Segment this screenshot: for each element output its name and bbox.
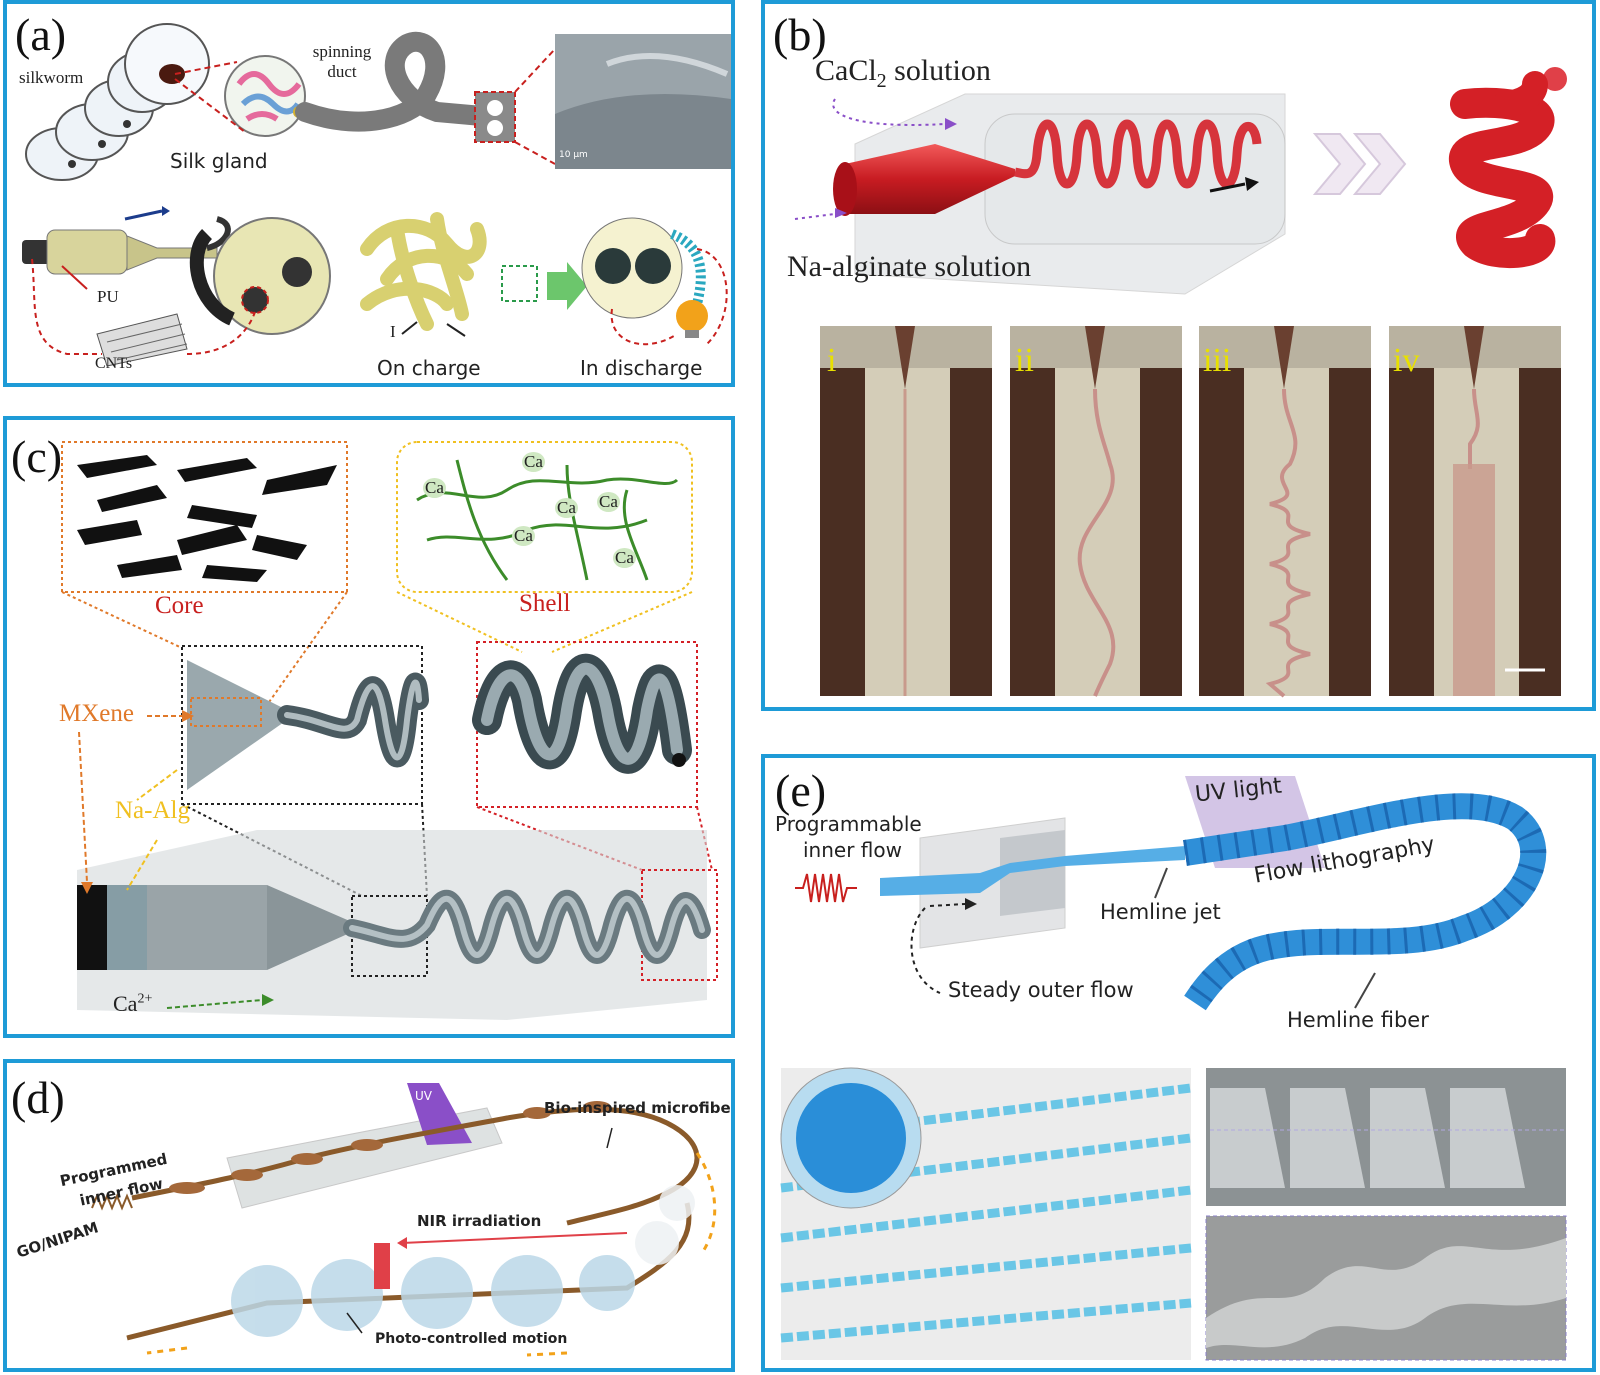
cnt-illustration: [96, 313, 188, 367]
label-cnts: CNTs: [95, 355, 133, 372]
ca-node-5: Ca: [512, 526, 535, 546]
label-steady-outer-flow: Steady outer flow: [948, 978, 1134, 1002]
ca-node-1: Ca: [423, 478, 446, 498]
label-ca2: Ca2+: [113, 991, 152, 1017]
label-na-alg: Na-Alg: [115, 797, 190, 824]
label-current: I: [390, 322, 396, 341]
label-bio-inspired: Bio-inspired microfiber: [544, 1099, 735, 1117]
label-sem-scale: 10 μm: [559, 150, 588, 160]
frame-label-i: i: [827, 342, 837, 379]
fiber-beads: [169, 1101, 611, 1194]
panel-c: (c): [3, 416, 735, 1038]
ca-node-3: Ca: [555, 498, 578, 518]
label-hemline-fiber: Hemline fiber: [1287, 1008, 1429, 1032]
ca-node-2: Ca: [522, 452, 545, 472]
panel-b-illustration: [794, 67, 1567, 698]
label-shell: Shell: [519, 590, 571, 617]
label-programmable: Programmable: [775, 812, 922, 836]
panel-b-label: (b): [773, 9, 827, 60]
label-silk-gland: Silk gland: [170, 149, 268, 173]
panel-d-illustration: [91, 1083, 717, 1357]
red-helix-3d: [1449, 67, 1567, 269]
panel-e: (e): [761, 754, 1596, 1372]
ca-node-4: Ca: [597, 492, 620, 512]
label-cacl2-solution: CaCl2 solution: [815, 54, 991, 93]
panel-c-label: (c): [11, 431, 63, 482]
panel-a-label: (a): [15, 9, 67, 60]
panel-e-label: (e): [775, 765, 827, 816]
fiber-spheres: [231, 1185, 695, 1337]
frame-label-iii: iii: [1203, 342, 1232, 379]
panel-a: (a): [3, 0, 735, 387]
label-spinning-duct: spinning duct: [312, 42, 372, 81]
panel-e-illustration: [780, 776, 1567, 1361]
textile-illustration: [360, 212, 487, 331]
ca-ion: Ca: [113, 991, 138, 1016]
label-pu: PU: [97, 287, 119, 306]
panel-b: (b): [761, 0, 1596, 711]
mxene-flakes: [77, 455, 337, 582]
cacl2-subscript: 2: [876, 70, 887, 92]
panel-c-illustration: [61, 441, 718, 1020]
silkworm-illustration: [25, 23, 210, 181]
label-na-alginate-solution: Na-alginate solution: [787, 250, 1032, 283]
label-silkworm: silkworm: [19, 68, 84, 87]
cacl2-suffix: solution: [886, 54, 991, 87]
cacl2-formula: CaCl: [815, 54, 877, 87]
label-hemline-jet: Hemline jet: [1100, 900, 1221, 924]
micrograph-frames: [820, 326, 1561, 698]
frame-label-ii: ii: [1015, 342, 1034, 379]
silk-gland-illustration: [224, 55, 306, 137]
panel-d-label: (d): [11, 1072, 65, 1123]
label-mxene: MXene: [59, 700, 134, 727]
label-uv: UV: [415, 1089, 432, 1103]
label-e-inner-flow: inner flow: [803, 838, 902, 862]
panel-a-illustration: [22, 23, 731, 367]
label-nir: NIR irradiation: [417, 1212, 542, 1230]
lightbulb-icon: [676, 300, 708, 338]
label-on-charge: On charge: [377, 356, 481, 380]
alginate-network: [416, 459, 679, 581]
frame-label-iv: iv: [1393, 342, 1420, 379]
ca-node-6: Ca: [613, 548, 636, 568]
label-core: Core: [155, 592, 204, 619]
panel-d: (d): [3, 1059, 735, 1372]
ca-ion-charge: 2+: [137, 991, 153, 1007]
label-photo-motion: Photo-controlled motion: [375, 1331, 568, 1347]
label-in-discharge: In discharge: [580, 356, 703, 380]
